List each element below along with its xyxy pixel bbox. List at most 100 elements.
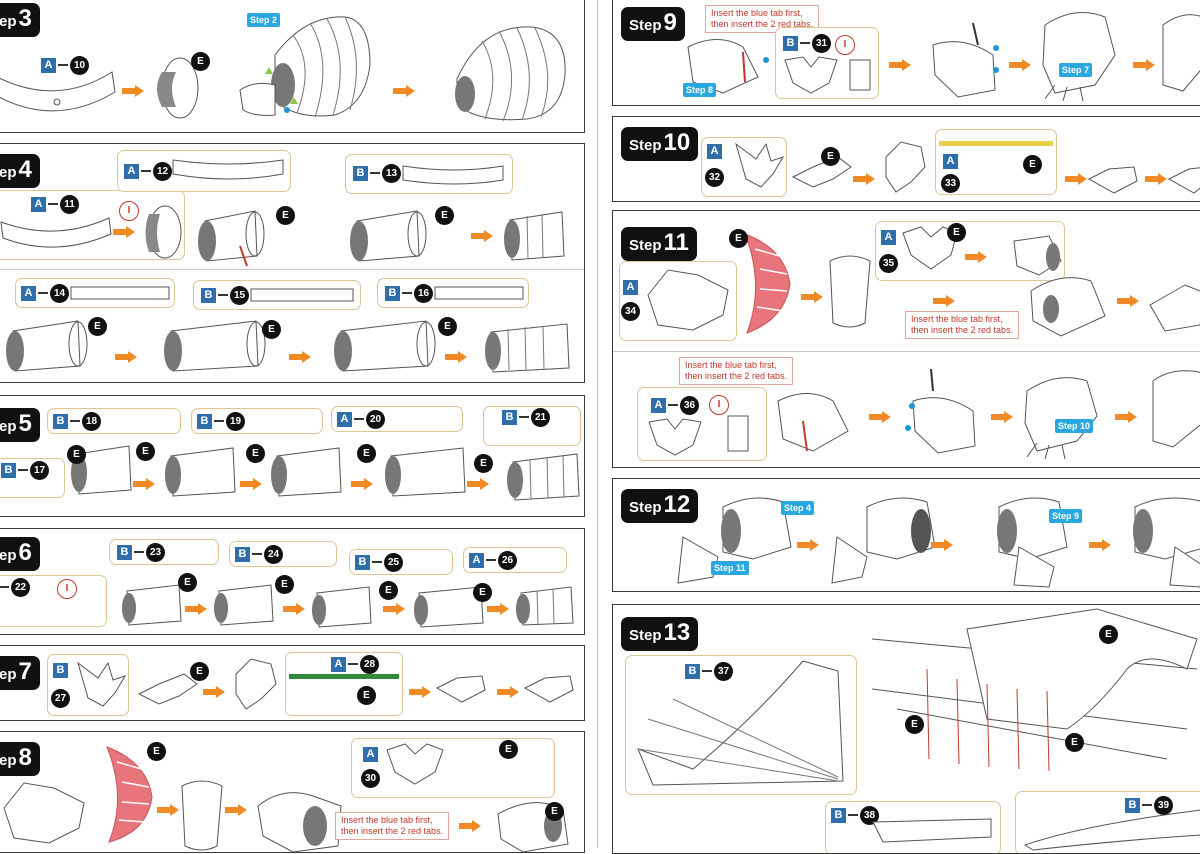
step-11-ref: Step 11 xyxy=(711,561,749,575)
part-tag-33-sheet: A xyxy=(943,153,958,169)
step-2-ref: Step 2 xyxy=(247,13,281,27)
leg-with-claw xyxy=(1024,377,1098,460)
e-badge: E xyxy=(190,662,209,681)
tube-assembly xyxy=(198,210,265,267)
e-badge: E xyxy=(379,581,398,600)
e-badge: E xyxy=(275,575,294,594)
leg-joint xyxy=(932,22,996,98)
step-3-label: ep3 xyxy=(0,3,40,37)
leg-joint xyxy=(912,368,976,454)
claw-assembled xyxy=(435,675,486,703)
e-badge: E xyxy=(473,583,492,602)
leg-assembly xyxy=(1013,235,1062,276)
tube-assembly xyxy=(164,320,266,372)
leg-cylinder xyxy=(181,780,223,851)
e-badge: E xyxy=(905,715,924,734)
arrow xyxy=(409,686,431,698)
blue-tab-marker xyxy=(993,45,999,51)
arrow xyxy=(113,226,135,238)
step-9-label: Step9 xyxy=(621,7,685,41)
arrow xyxy=(393,85,415,97)
claw-assembly xyxy=(791,156,852,188)
arrow xyxy=(240,478,262,490)
green-tab-marker xyxy=(265,67,273,74)
arrow xyxy=(225,804,247,816)
claw-final xyxy=(523,675,574,703)
part-tag-32-sheet: A xyxy=(707,143,722,159)
i-badge: I xyxy=(119,201,139,221)
e-badge: E xyxy=(1023,155,1042,174)
leg-final xyxy=(497,802,569,852)
part-tag-33: 33 xyxy=(941,173,960,193)
i-badge: I xyxy=(57,579,77,599)
leg-joint xyxy=(1030,277,1106,337)
part-36-shape xyxy=(648,418,702,456)
tube-assembly xyxy=(214,584,274,626)
leg-cylinder xyxy=(829,255,871,328)
green-tab-marker xyxy=(290,97,298,104)
tube-assembly xyxy=(334,320,436,372)
step-8-label: ep8 xyxy=(0,742,40,776)
blue-tab-marker xyxy=(993,67,999,73)
e-badge: E xyxy=(821,147,840,166)
claw-assembly xyxy=(885,141,926,193)
step-5-label: ep5 xyxy=(0,408,40,442)
e-badge: E xyxy=(147,742,166,761)
part-box-19 xyxy=(191,408,323,434)
step-6-label: ep6 xyxy=(0,537,40,571)
leg-piece-highlighted xyxy=(106,746,153,843)
part-30-shape xyxy=(386,743,444,785)
tube-assembled xyxy=(516,586,574,626)
arrow xyxy=(991,411,1013,423)
arrow xyxy=(889,59,911,71)
arrow xyxy=(1133,59,1155,71)
part-box-20 xyxy=(331,406,463,432)
ring-assembly xyxy=(145,205,182,259)
arrow xyxy=(133,478,155,490)
step-9-panel: Step9 Insert the blue tab first, then in… xyxy=(612,0,1200,106)
arrow xyxy=(471,230,493,242)
step-9-ref: Step 9 xyxy=(1049,509,1083,523)
part-11-strip xyxy=(0,217,112,248)
step-11-panel: Step11 A 34 E A 35 E Insert the blue tab… xyxy=(612,210,1200,468)
step-13-label: Step13 xyxy=(621,617,699,651)
part-box-21 xyxy=(483,406,581,446)
arrow xyxy=(203,686,225,698)
step-12-panel: Step12 Step 4 Step 11 Step 9 xyxy=(612,478,1200,592)
part-16-strip xyxy=(434,286,524,300)
claw-assembly xyxy=(137,673,198,705)
step-4-label: ep4 xyxy=(0,154,40,188)
part-tag-30: 30 xyxy=(361,768,380,788)
body-segments xyxy=(239,16,371,118)
part-box-30 xyxy=(351,738,555,798)
tube-assembly xyxy=(6,320,88,372)
e-badge: E xyxy=(67,445,86,464)
e-badge: E xyxy=(438,317,457,336)
step-8-panel: ep8 E Insert the blue tab first, then in… xyxy=(0,731,585,853)
part-tag-22: 22 xyxy=(0,577,30,597)
wing-strut xyxy=(1023,809,1200,851)
step-7-ref: Step 7 xyxy=(1059,63,1093,77)
step-12-label: Step12 xyxy=(621,489,699,523)
leg-assembly xyxy=(687,39,759,94)
e-badge: E xyxy=(178,573,197,592)
ring-assembly xyxy=(157,57,199,119)
part-tag-35-sheet: A xyxy=(881,229,896,245)
arrow xyxy=(1145,173,1167,185)
part-tag-27: 27 xyxy=(51,688,70,708)
body-with-legs xyxy=(997,497,1068,588)
row-divider xyxy=(0,269,584,270)
arrow xyxy=(931,539,953,551)
leg-assembly xyxy=(777,393,849,452)
